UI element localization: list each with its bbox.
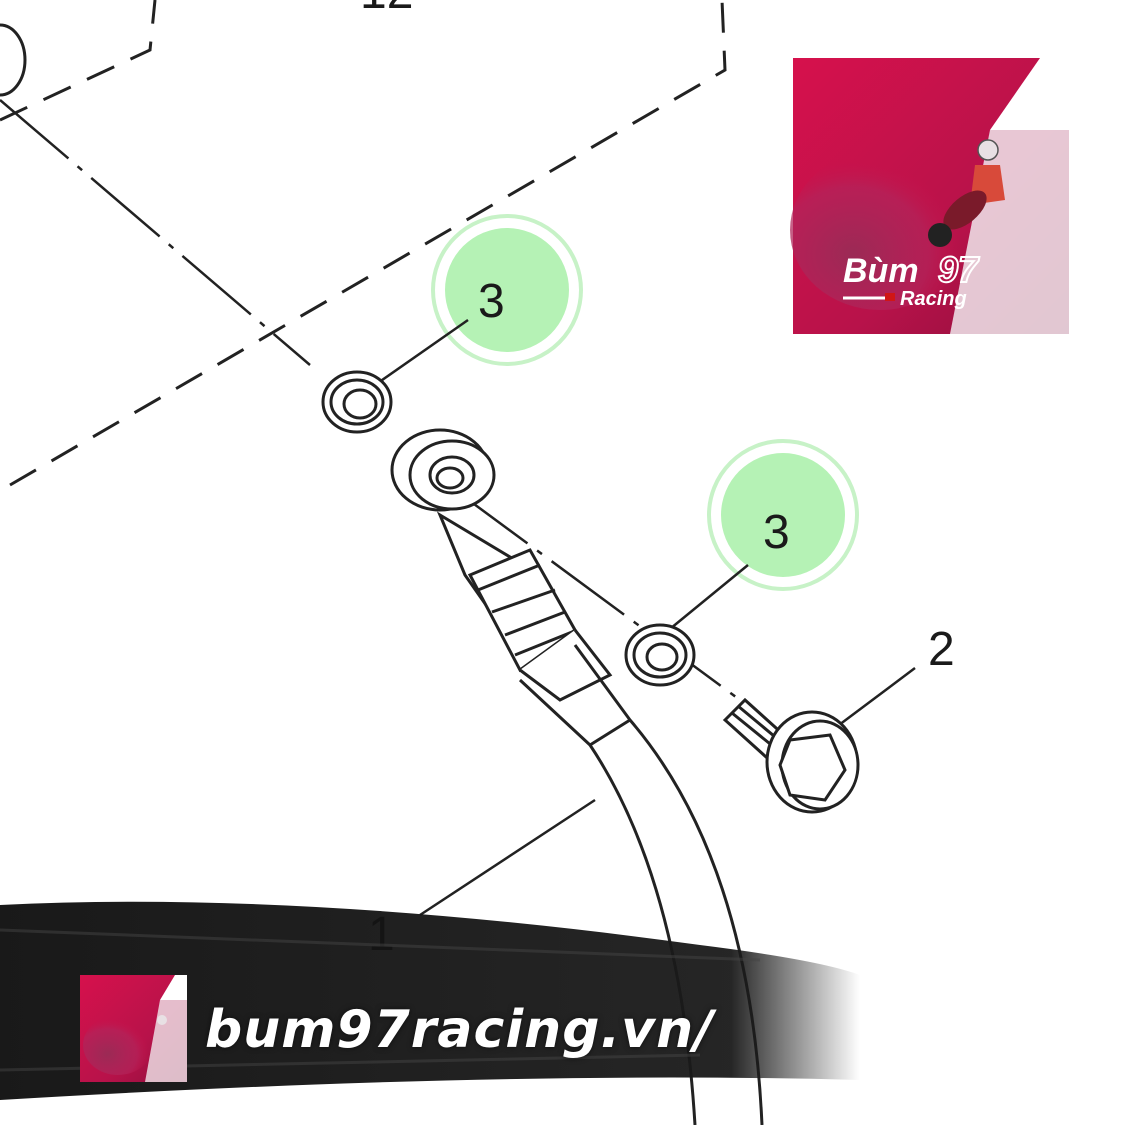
callout-label-union-bolt: 2 (928, 623, 955, 676)
callout-highlight-upper (431, 214, 583, 366)
brand-logo-small (80, 975, 187, 1082)
website-url[interactable]: bum97racing.vn/ (205, 1000, 715, 1060)
washer-lower (624, 623, 696, 687)
logo-text-sub: Racing (900, 288, 967, 310)
washer-upper (321, 370, 393, 434)
rider-icon-small (157, 1015, 167, 1025)
logo-text-number: 97 (938, 249, 980, 290)
rider-icon (928, 139, 1005, 247)
union-bolt (722, 697, 860, 814)
brush-stroke (0, 901, 860, 1100)
flag-icon (885, 293, 895, 301)
logo-text-main: Bùm (843, 252, 919, 290)
brand-logo-large: Bùm 97 Racing (790, 58, 1069, 334)
leader-lines (374, 318, 916, 917)
callout-highlight-lower (707, 439, 859, 591)
reference-circle (0, 23, 27, 97)
callout-label-washer-lower: 3 (763, 506, 790, 559)
dashed-outline (0, 0, 727, 487)
hose-collar (467, 548, 613, 702)
callout-label-washer-upper: 3 (478, 275, 505, 328)
top-label: 12 (360, 0, 413, 19)
